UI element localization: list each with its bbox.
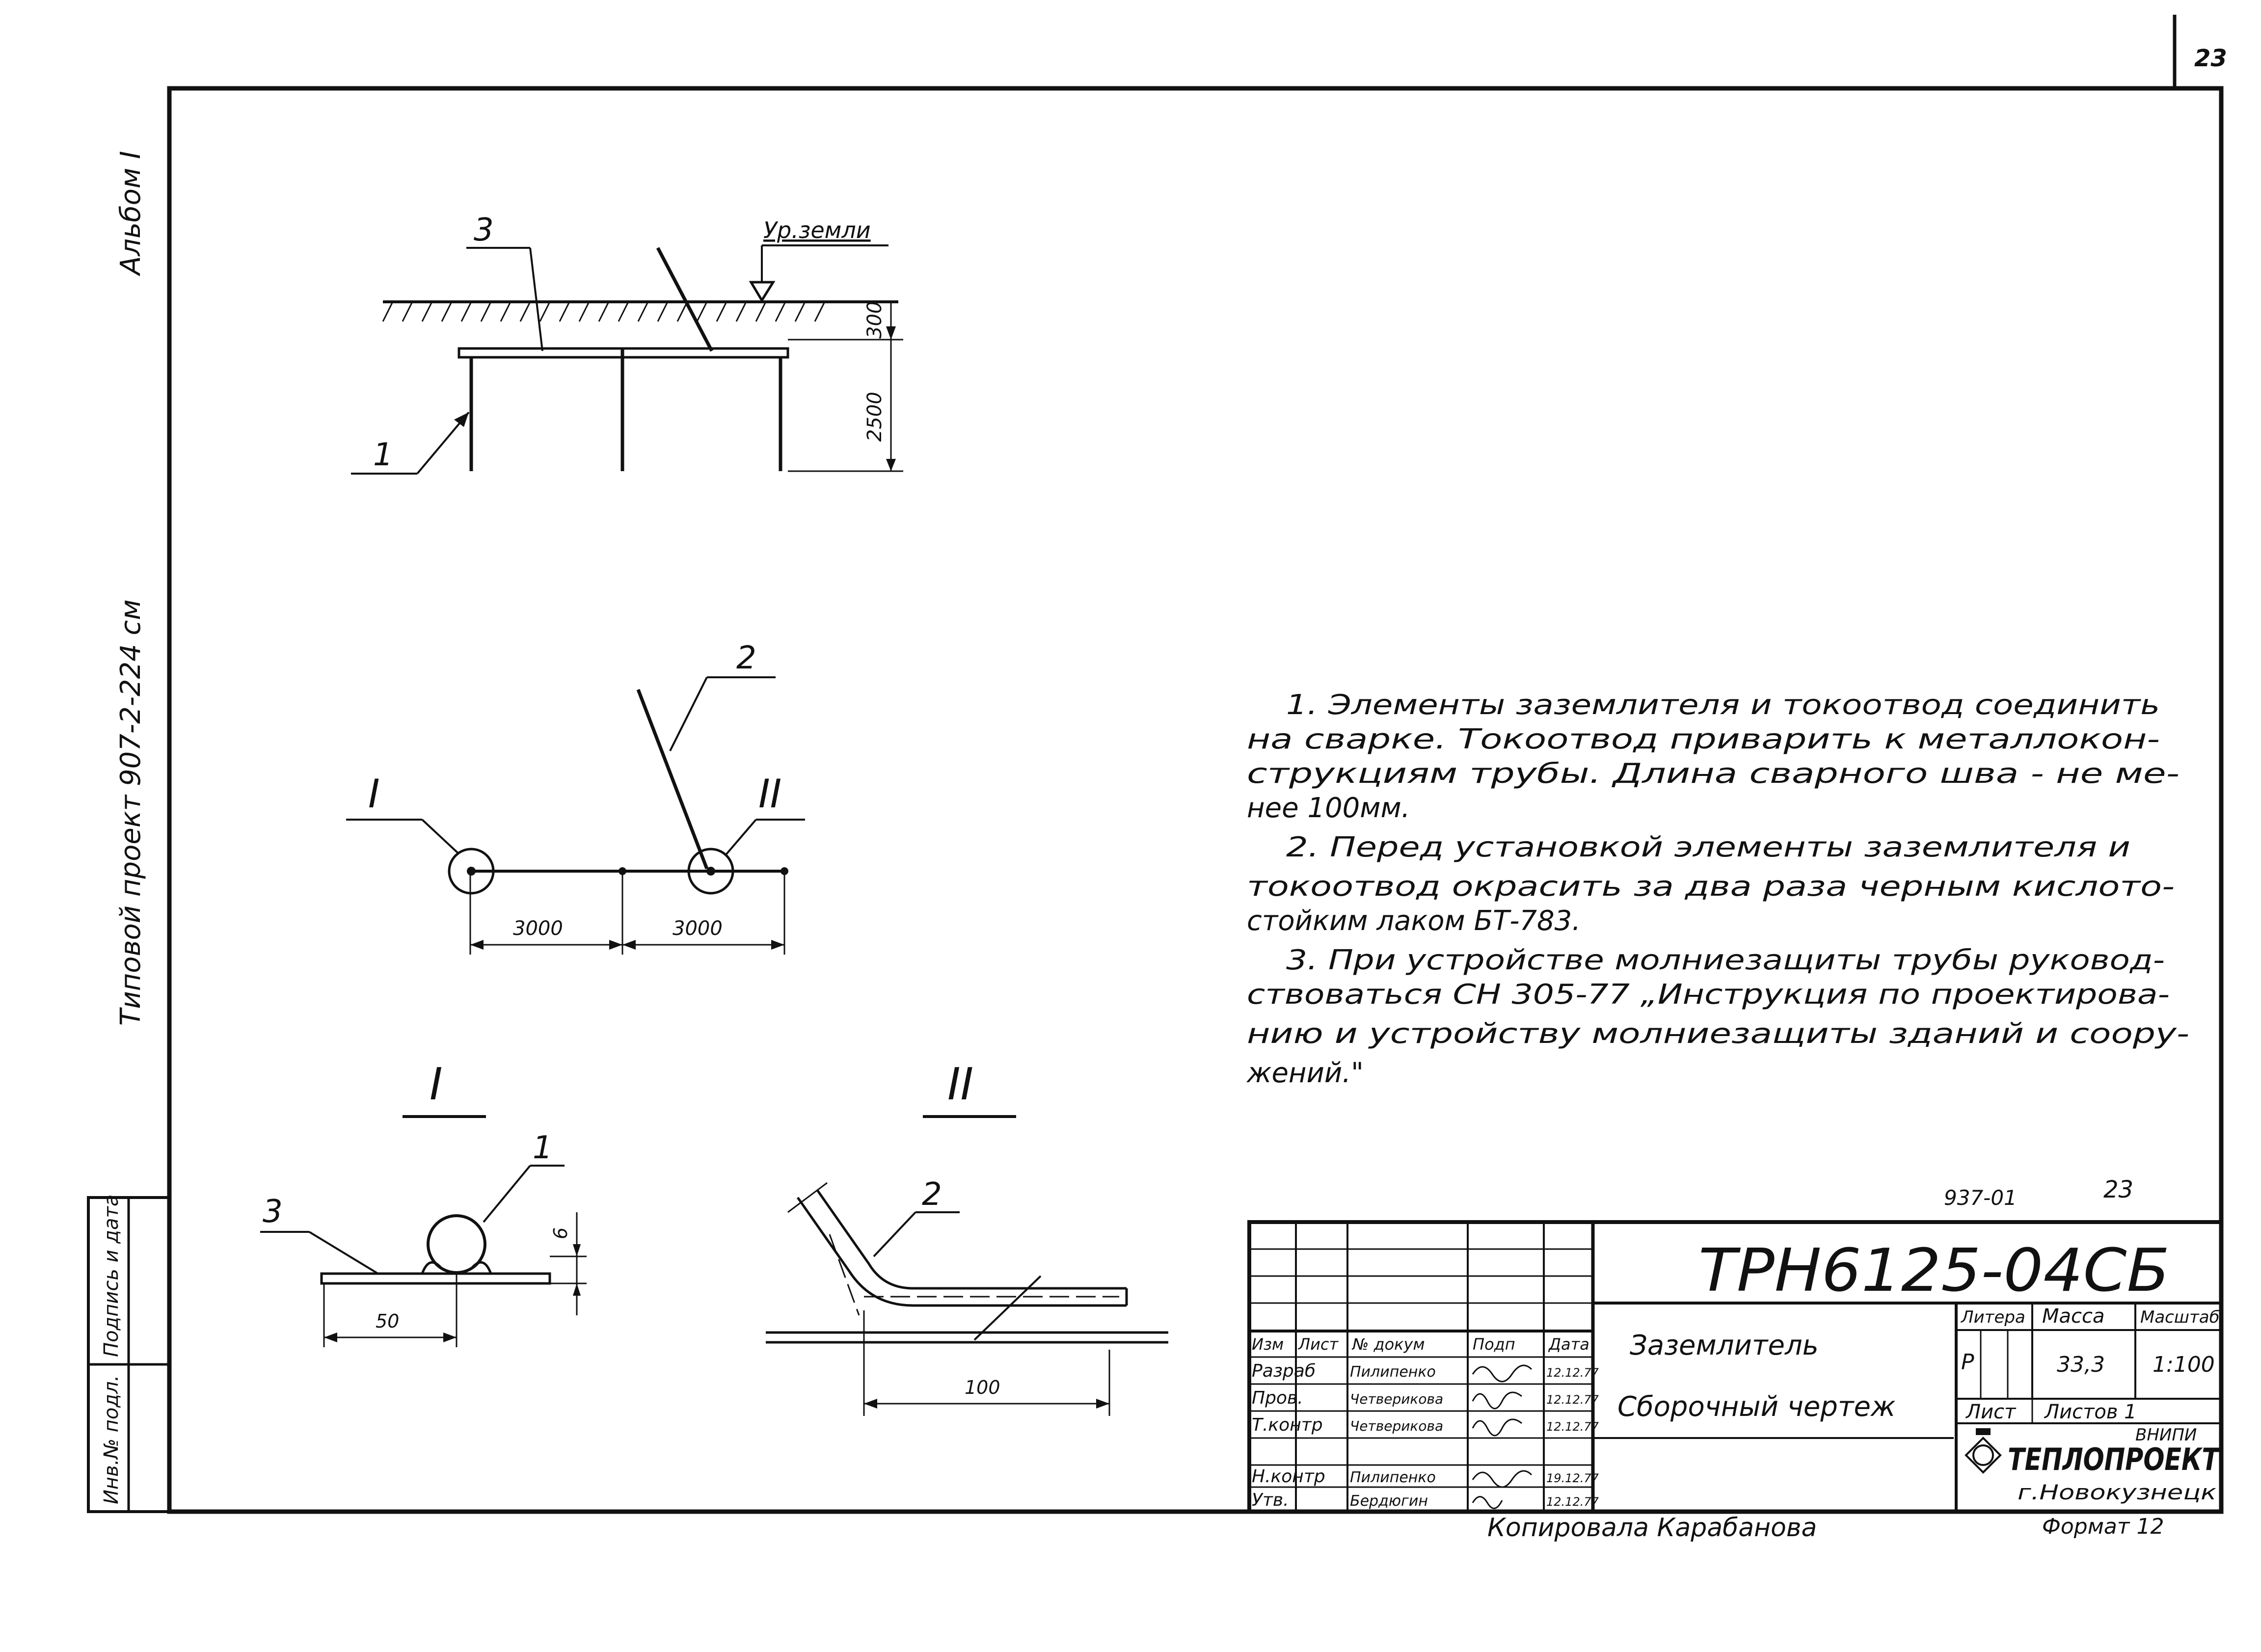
detail-II-title: II <box>947 1059 973 1110</box>
signature-date-label: Подпись и дата <box>100 1195 123 1357</box>
detail-I-rod-section <box>427 1214 486 1274</box>
ground-level-marker <box>749 281 776 303</box>
org-name-line3: г.Новокузнецк <box>2018 1480 2217 1504</box>
tb-row-2-date: 12.12.77 <box>1546 1393 1599 1407</box>
detail-II-dim-weld: 100 <box>965 1377 1000 1398</box>
detail-I-title: I <box>430 1059 443 1110</box>
tb-row-1-name: Пилипенко <box>1350 1363 1436 1381</box>
detail-I-callout-3: 3 <box>263 1194 283 1230</box>
plan-dim-right: 3000 <box>673 917 723 940</box>
note-line-7: стойким лаком БТ-783. <box>1247 905 1581 937</box>
scale-value: 1:100 <box>2153 1352 2215 1377</box>
note-line-1: 1. Элементы заземлителя и токоотвод соед… <box>1286 689 2160 721</box>
tb-row-1-role: Разраб <box>1252 1361 1316 1381</box>
note-line-10: нию и устройству молниезащиты зданий и с… <box>1247 1018 2189 1050</box>
plan-view: 2 I II 3000 3000 <box>346 640 805 955</box>
note-line-5: 2. Перед установкой элементы заземлителя… <box>1286 831 2130 863</box>
mass-value: 33,3 <box>2057 1352 2105 1377</box>
title-block: 937-01 23 Изм Лист № докум <box>1247 1176 2223 1514</box>
tb-row-4-name: Пилипенко <box>1350 1469 1436 1486</box>
document-code: ТРН6125-04СБ <box>1698 1237 2170 1305</box>
tb-row-2-role: Пров. <box>1252 1388 1303 1408</box>
tb-header-dokum: № докум <box>1351 1335 1425 1354</box>
tb-row-2-name: Четверикова <box>1350 1391 1443 1407</box>
tb-header-list: Лист <box>1298 1335 1339 1354</box>
note-line-8: 3. При устройстве молниезащиты трубы рук… <box>1286 944 2165 976</box>
archive-number: 937-01 <box>1944 1186 2017 1210</box>
detail-I-dim-weld: 50 <box>376 1310 399 1332</box>
tb-row-1-date: 12.12.77 <box>1546 1366 1599 1380</box>
ground-hatching <box>382 301 826 322</box>
drawing-frame <box>167 15 2224 1514</box>
scale-label: Масштаб <box>2140 1307 2220 1327</box>
note-line-9: ствоваться СН 305-77 „Инструкция по прое… <box>1247 979 2170 1011</box>
node-I-marker <box>448 848 495 895</box>
sheet-number-top: 23 <box>2103 1176 2133 1203</box>
detail-I-callout-1: 1 <box>533 1130 553 1166</box>
note-line-11: жений." <box>1246 1057 1364 1089</box>
plan-node-I-label: I <box>368 771 380 817</box>
tb-row-4-date: 19.12.77 <box>1546 1471 1599 1485</box>
rod-length-dimension: 2500 <box>863 392 886 442</box>
note-line-2: на сварке. Токоотвод приварить к металло… <box>1247 723 2160 755</box>
organisation-logo <box>1965 1428 2002 1474</box>
tb-row-3-signature <box>1472 1418 1522 1437</box>
sheets-label: Листов 1 <box>2044 1401 2137 1423</box>
note-line-3: струкциям трубы. Длина сварного шва - не… <box>1247 758 2180 790</box>
node-II-marker <box>687 848 734 895</box>
tb-row-4-role: Н.контр <box>1252 1466 1325 1487</box>
item-name: Заземлитель <box>1630 1330 1819 1361</box>
format-label: Формат 12 <box>2042 1514 2164 1539</box>
copied-by: Копировала Карабанова <box>1487 1513 1817 1543</box>
page-number: 23 <box>2194 45 2227 72</box>
tb-row-3-name: Четверикова <box>1350 1418 1443 1434</box>
detail-I-dim-thickness: 6 <box>550 1227 571 1239</box>
org-name-line1: ВНИПИ <box>2135 1425 2197 1445</box>
tb-header-izm: Изм <box>1252 1335 1284 1354</box>
callout-3: 3 <box>474 212 494 248</box>
mass-label: Масса <box>2042 1305 2105 1328</box>
inv-no-label: Инв.№ подл. <box>100 1375 123 1504</box>
left-stamp: Инв.№ подл. Подпись и дата <box>87 1195 171 1513</box>
tb-row-2-signature <box>1472 1391 1522 1410</box>
depth-dimension: 300 <box>863 301 886 339</box>
elevation-view: Ур.земли 300 2500 3 1 <box>351 212 903 475</box>
litera-value: Р <box>1961 1350 1974 1375</box>
callout-1: 1 <box>373 437 393 473</box>
tb-row-3-date: 12.12.77 <box>1546 1420 1599 1434</box>
down-conductor <box>656 247 714 352</box>
tb-row-5-name: Бердюгин <box>1350 1492 1428 1510</box>
ground-level-label: Ур.земли <box>763 217 871 243</box>
detail-I: I 1 3 6 50 <box>260 1059 587 1347</box>
document-type: Сборочный чертеж <box>1617 1391 1895 1423</box>
detail-II: II 2 100 <box>766 1059 1168 1416</box>
tb-row-5-role: Утв. <box>1252 1490 1289 1510</box>
plan-dim-left: 3000 <box>513 917 563 940</box>
note-line-4: нее 100мм. <box>1247 792 1410 824</box>
detail-I-strip <box>320 1272 551 1285</box>
tb-row-4-signature <box>1472 1470 1533 1488</box>
detail-II-callout-2: 2 <box>922 1176 942 1213</box>
tb-row-3-role: Т.контр <box>1252 1415 1323 1435</box>
plan-node-II-label: II <box>758 771 781 817</box>
org-name-line2: ТЕПЛОПРОЕКТ <box>2008 1441 2221 1477</box>
plan-down-conductor <box>636 689 709 870</box>
litera-label: Литера <box>1960 1307 2025 1327</box>
tb-row-1-signature <box>1472 1364 1533 1383</box>
notes-block: 1. Элементы заземлителя и токоотвод соед… <box>1246 689 2189 1089</box>
tb-row-5-date: 12.12.77 <box>1546 1495 1599 1509</box>
tb-header-data: Дата <box>1548 1335 1589 1354</box>
tb-row-5-signature <box>1472 1496 1503 1509</box>
note-line-6: токоотвод окрасить за два раза черным ки… <box>1247 871 2175 903</box>
plan-callout-2: 2 <box>736 640 756 676</box>
tb-header-podp: Подп <box>1473 1335 1515 1354</box>
sheet-label: Лист <box>1965 1401 2017 1423</box>
album-label: Альбом I <box>115 151 147 276</box>
project-label: Типовой проект 907-2-224 см <box>115 599 147 1026</box>
